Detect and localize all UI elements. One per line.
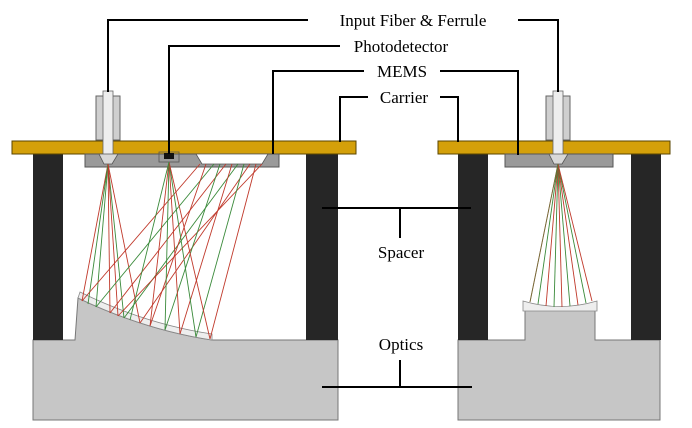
right-optics-block — [457, 309, 661, 421]
left-ray-bundle — [81, 161, 263, 340]
label-mems: MEMS — [377, 62, 427, 81]
right-module — [437, 90, 671, 421]
leader-carrier-right — [440, 96, 459, 142]
leader-photodetector — [168, 45, 340, 154]
leader-input-fiber-right — [518, 19, 559, 92]
label-carrier: Carrier — [380, 88, 428, 107]
left-spacer-outer — [33, 154, 63, 340]
label-spacer: Spacer — [378, 243, 425, 262]
photodetector-chip — [164, 153, 174, 159]
right-spacer-inner — [631, 154, 661, 340]
left-module — [11, 90, 357, 421]
right-lens-surface — [522, 300, 598, 312]
leader-carrier-left — [339, 96, 368, 142]
label-input-fiber-ferrule: Input Fiber & Ferrule — [340, 11, 487, 30]
leader-input-fiber-left — [107, 19, 308, 92]
label-optics: Optics — [379, 335, 423, 354]
right-spacer-outer — [458, 154, 488, 340]
left-spacer-inner — [306, 154, 338, 340]
label-photodetector: Photodetector — [354, 37, 449, 56]
leader-lines — [107, 19, 559, 388]
leader-mems-right — [440, 70, 519, 155]
left-fiber-tip — [98, 153, 119, 165]
leader-mems-left — [272, 70, 364, 154]
right-ray-bundle — [529, 163, 593, 308]
left-mems-cavity — [195, 153, 269, 165]
left-mirror-coating — [77, 291, 213, 341]
left-carrier — [11, 140, 357, 155]
right-fiber — [552, 90, 564, 158]
right-fiber-tip — [548, 153, 569, 165]
left-fiber — [102, 90, 114, 158]
